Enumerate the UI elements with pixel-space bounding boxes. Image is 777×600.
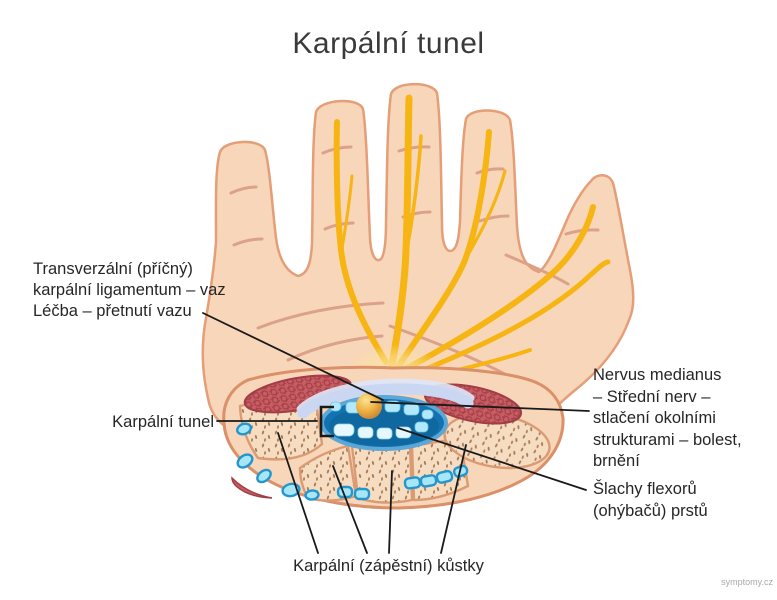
tunnel-bracket <box>319 405 334 438</box>
label-line: Transverzální (příčný) <box>33 260 193 278</box>
carpal-tunnel <box>320 393 448 451</box>
wrist-cross-section <box>222 365 565 510</box>
muscle-sliver <box>231 476 273 499</box>
label-line: stlačení okolními <box>593 409 716 427</box>
label-line: Šlachy flexorů <box>593 480 697 498</box>
label-transverse-ligament: Transverzální (příčný) karpální ligament… <box>33 259 226 322</box>
leader-flexor-tendons <box>397 427 587 491</box>
transverse-carpal-ligament <box>296 378 475 419</box>
leader-bone-2 <box>332 465 368 554</box>
leader-bone-3 <box>388 470 393 554</box>
label-flexor-tendons: Šlachy flexorů (ohýbačů) prstů <box>593 479 708 522</box>
label-line: (ohýbačů) prstů <box>593 501 708 520</box>
label-line: karpální ligamentum – vaz <box>33 281 226 299</box>
label-carpal-bones: Karpální (zápěstní) kůstky <box>0 556 777 577</box>
leader-bone-4 <box>440 444 467 554</box>
label-line: Nervus medianus <box>593 366 722 384</box>
flexor-tendons-cross-section <box>329 400 434 440</box>
label-line: Léčba – přetnutí vazu <box>33 302 192 320</box>
label-line: Karpální tunel <box>112 413 214 431</box>
label-line: Karpální (zápěstní) kůstky <box>293 557 484 575</box>
label-line: – Střední nerv – <box>593 387 711 406</box>
leader-median-nerve <box>370 401 590 412</box>
label-median-nerve: Nervus medianus – Střední nerv – stlačen… <box>593 365 742 473</box>
page-title: Karpální tunel <box>292 27 485 60</box>
leader-ligament <box>202 312 384 401</box>
label-line: strukturami – bolest, <box>593 430 742 449</box>
label-carpal-tunnel: Karpální tunel <box>98 412 214 433</box>
leader-bone-1 <box>277 432 319 554</box>
median-nerve-cross-section <box>356 393 382 419</box>
label-line: brnění <box>593 452 640 470</box>
leader-lines <box>202 312 590 554</box>
watermark: symptomy.cz <box>721 577 773 587</box>
blood-vessels <box>236 422 469 501</box>
